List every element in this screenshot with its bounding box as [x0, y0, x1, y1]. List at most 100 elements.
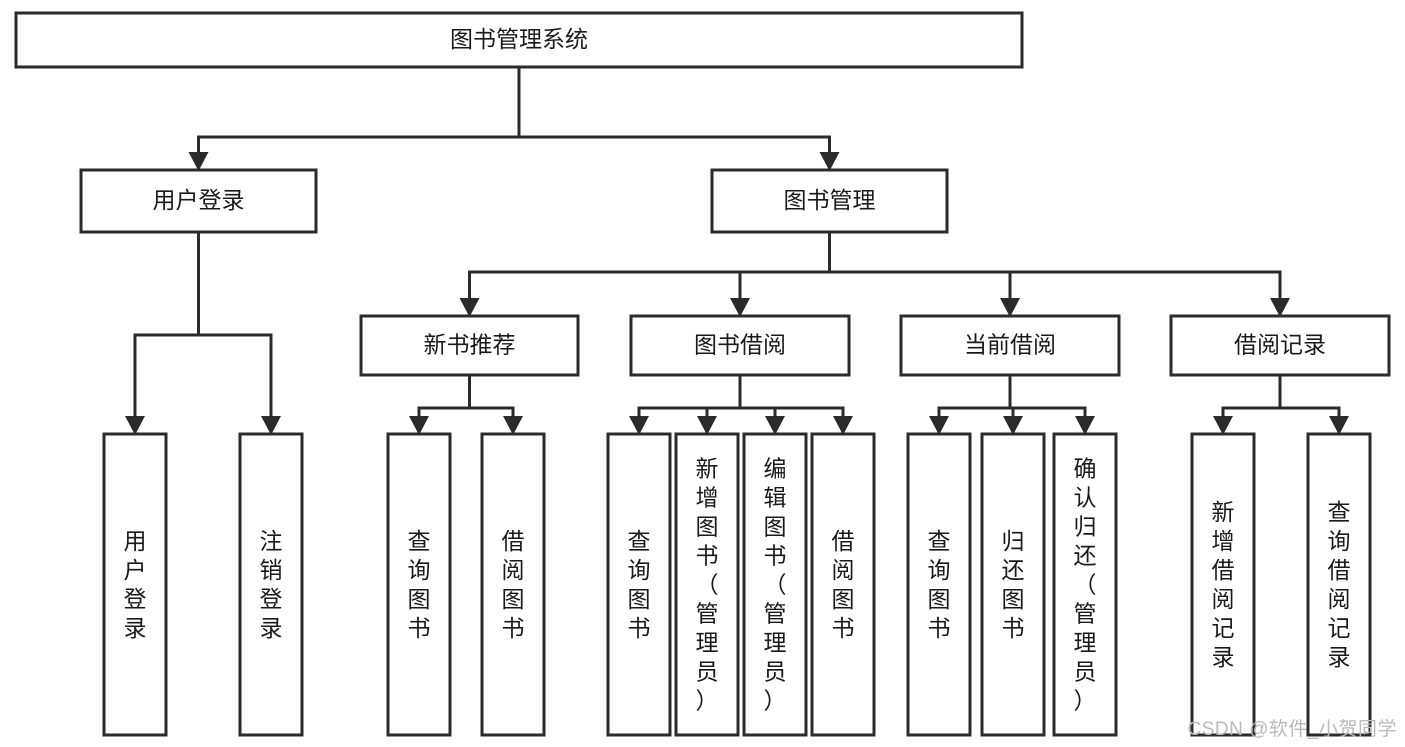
connector-new-book-rec-to-leaf-query-book-1: [409, 375, 471, 435]
connector-book-manage-to-current-borrow: [828, 232, 1020, 317]
node-label: 查询图书: [928, 528, 951, 641]
node-label: 借阅图书: [832, 528, 855, 641]
node-box[interactable]: [1306, 432, 1372, 737]
node-box[interactable]: [1052, 432, 1118, 737]
node-layer: 图书管理系统用户登录图书管理新书推荐图书借阅当前借阅借阅记录用户登录注销登录查询…: [14, 11, 1391, 737]
arrow-head-icon: [1000, 298, 1020, 317]
edge-layer: [125, 67, 1349, 435]
connector-root-to-user-login: [188, 67, 521, 171]
node-label: 图书借阅: [694, 332, 786, 358]
node-box[interactable]: [742, 432, 808, 737]
node-label: 新书推荐: [424, 332, 516, 358]
arrow-head-icon: [833, 416, 853, 435]
node-label: 用户登录: [124, 528, 147, 641]
node-book-borrow[interactable]: 图书借阅: [629, 314, 851, 377]
arrow-head-icon: [1213, 416, 1233, 435]
node-box[interactable]: [710, 168, 949, 234]
arrow-head-icon: [125, 416, 145, 435]
node-label: 查询图书: [628, 528, 651, 641]
connector-book-borrow-to-leaf-borrow-book-2: [738, 375, 853, 435]
node-leaf-add-book[interactable]: 新增图书（管理员）: [674, 432, 740, 737]
node-new-book-rec[interactable]: 新书推荐: [359, 314, 580, 377]
node-leaf-user-login[interactable]: 用户登录: [102, 432, 168, 737]
node-leaf-return-book[interactable]: 归还图书: [980, 432, 1046, 737]
arrow-head-icon: [459, 298, 480, 317]
arrow-head-icon: [261, 416, 281, 435]
node-label: 编辑图书（管理员）: [764, 456, 787, 714]
node-box[interactable]: [810, 432, 876, 737]
arrow-head-icon: [629, 416, 649, 435]
node-label: 新增图书（管理员）: [696, 456, 719, 714]
node-box[interactable]: [906, 432, 972, 737]
node-label: 图书管理: [784, 187, 876, 213]
node-leaf-edit-book[interactable]: 编辑图书（管理员）: [742, 432, 808, 737]
connector-book-manage-to-book-borrow: [730, 232, 831, 317]
arrow-head-icon: [1270, 298, 1290, 317]
node-borrow-record[interactable]: 借阅记录: [1169, 314, 1391, 377]
node-label: 借阅记录: [1234, 332, 1326, 358]
node-label: 归还图书: [1002, 528, 1025, 641]
connector-book-manage-to-new-book-rec: [459, 232, 831, 317]
connector-current-borrow-to-leaf-query-book-3: [929, 375, 1012, 435]
node-book-manage[interactable]: 图书管理: [710, 168, 949, 234]
node-user-login[interactable]: 用户登录: [79, 168, 318, 234]
node-label: 确认归还（管理员）: [1074, 456, 1097, 714]
node-box[interactable]: [386, 432, 452, 737]
node-root[interactable]: 图书管理系统: [14, 11, 1024, 69]
connector-book-borrow-to-leaf-query-book-2: [629, 375, 742, 435]
arrow-head-icon: [188, 152, 209, 171]
node-current-borrow[interactable]: 当前借阅: [899, 314, 1121, 377]
node-label: 借阅图书: [502, 528, 525, 641]
connector-current-borrow-to-leaf-return-book: [1003, 375, 1023, 435]
connector-user-login-to-leaf-user-login: [125, 232, 200, 435]
arrow-head-icon: [765, 416, 785, 435]
arrow-head-icon: [1003, 416, 1023, 435]
node-box[interactable]: [480, 432, 546, 737]
node-label: 新增借阅记录: [1212, 499, 1235, 670]
arrow-head-icon: [503, 416, 523, 435]
node-box[interactable]: [899, 314, 1121, 377]
node-box[interactable]: [102, 432, 168, 737]
node-label: 注销登录: [260, 528, 283, 641]
node-leaf-add-record[interactable]: 新增借阅记录: [1190, 432, 1256, 737]
connector-current-borrow-to-leaf-confirm-return: [1008, 375, 1095, 435]
node-leaf-query-book-2[interactable]: 查询图书: [606, 432, 672, 737]
node-label: 查询图书: [408, 528, 431, 641]
arrow-head-icon: [1329, 416, 1349, 435]
node-box[interactable]: [606, 432, 672, 737]
node-box[interactable]: [238, 432, 304, 737]
connector-book-borrow-to-leaf-edit-book: [738, 375, 785, 435]
connector-user-login-to-leaf-logout: [197, 232, 281, 435]
node-leaf-query-book-3[interactable]: 查询图书: [906, 432, 972, 737]
arrow-head-icon: [409, 416, 429, 435]
connector-root-to-book-manage: [517, 67, 840, 171]
node-label: 当前借阅: [964, 332, 1056, 358]
node-leaf-query-book-1[interactable]: 查询图书: [386, 432, 452, 737]
node-box[interactable]: [359, 314, 580, 377]
arrow-head-icon: [929, 416, 949, 435]
node-label: 查询借阅记录: [1328, 499, 1351, 670]
node-leaf-borrow-book-2[interactable]: 借阅图书: [810, 432, 876, 737]
node-leaf-logout[interactable]: 注销登录: [238, 432, 304, 737]
node-label: 图书管理系统: [450, 26, 588, 52]
node-box[interactable]: [14, 11, 1024, 69]
node-leaf-borrow-book-1[interactable]: 借阅图书: [480, 432, 546, 737]
node-box[interactable]: [79, 168, 318, 234]
node-leaf-confirm-return[interactable]: 确认归还（管理员）: [1052, 432, 1118, 737]
node-leaf-query-record[interactable]: 查询借阅记录: [1306, 432, 1372, 737]
node-box[interactable]: [980, 432, 1046, 737]
connector-new-book-rec-to-leaf-borrow-book-1: [468, 375, 523, 435]
node-label: 用户登录: [153, 187, 245, 213]
node-box[interactable]: [1190, 432, 1256, 737]
connector-borrow-record-to-leaf-add-record: [1213, 375, 1282, 435]
connector-borrow-record-to-leaf-query-record: [1278, 375, 1349, 435]
connector-book-manage-to-borrow-record: [828, 232, 1290, 317]
arrow-head-icon: [819, 152, 840, 171]
arrow-head-icon: [697, 416, 717, 435]
arrow-head-icon: [730, 298, 750, 317]
node-box[interactable]: [1169, 314, 1391, 377]
node-box[interactable]: [674, 432, 740, 737]
node-box[interactable]: [629, 314, 851, 377]
